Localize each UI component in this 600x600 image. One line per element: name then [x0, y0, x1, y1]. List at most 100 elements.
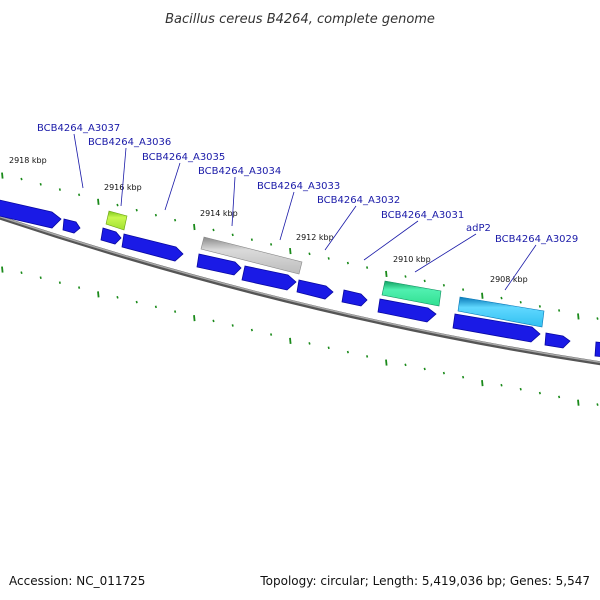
minor-tick: [519, 387, 522, 391]
minor-tick: [308, 342, 311, 345]
gene-label-a3029[interactable]: BCB4264_A3029: [495, 234, 578, 245]
minor-tick: [58, 188, 61, 191]
major-tick: [385, 359, 388, 366]
outer-tick-track: [1, 172, 599, 320]
minor-tick: [442, 371, 445, 375]
cds-arrow[interactable]: [121, 233, 184, 262]
minor-tick: [39, 182, 42, 186]
minor-tick: [423, 279, 426, 283]
feature-gray[interactable]: [200, 236, 303, 275]
leader-line: [324, 205, 357, 251]
minor-tick: [538, 391, 541, 395]
minor-tick: [39, 276, 42, 280]
major-tick: [193, 223, 196, 231]
gene-labels: BCB4264_A3037 BCB4264_A3036 BCB4264_A303…: [37, 123, 578, 291]
minor-tick: [116, 203, 119, 207]
cds-arrow[interactable]: [544, 332, 571, 349]
cds-arrow[interactable]: [594, 341, 600, 357]
minor-tick: [154, 305, 157, 309]
minor-tick: [462, 288, 465, 291]
accession-text: Accession: NC_011725: [9, 574, 145, 588]
minor-tick: [174, 310, 177, 313]
minor-tick: [442, 283, 445, 287]
cds-arrow[interactable]: [100, 227, 122, 245]
kbp-label: 2918 kbp: [9, 156, 47, 165]
forward-strand-features: [0, 199, 600, 357]
cds-arrow[interactable]: [0, 199, 62, 229]
gene-label-a3035[interactable]: BCB4264_A3035: [142, 152, 225, 163]
minor-tick: [346, 350, 349, 354]
minor-tick: [462, 375, 465, 379]
major-tick: [193, 315, 196, 322]
kbp-label: 2912 kbp: [296, 233, 334, 242]
feature-green[interactable]: [381, 280, 442, 307]
minor-tick: [404, 275, 407, 278]
major-tick: [577, 313, 580, 320]
leader-line: [363, 220, 419, 261]
cds-arrow[interactable]: [377, 298, 437, 323]
feature-cyan[interactable]: [457, 296, 545, 328]
leader-line: [279, 191, 295, 241]
major-tick: [1, 266, 4, 273]
major-tick: [1, 172, 4, 179]
minor-tick: [327, 346, 330, 350]
major-tick: [97, 291, 100, 298]
minor-tick: [500, 383, 503, 387]
minor-tick: [231, 324, 234, 327]
minor-tick: [270, 333, 273, 336]
gene-label-a3032[interactable]: BCB4264_A3032: [317, 195, 400, 206]
minor-tick: [135, 300, 138, 304]
kbp-label: 2914 kbp: [200, 209, 238, 218]
minor-tick: [270, 243, 273, 246]
minor-tick: [366, 266, 369, 269]
feature-lime[interactable]: [105, 210, 128, 231]
leader-line: [120, 147, 127, 207]
minor-tick: [538, 305, 541, 308]
major-tick: [289, 337, 292, 344]
major-tick: [577, 399, 580, 406]
minor-tick: [231, 233, 234, 237]
minor-tick: [135, 208, 138, 212]
minor-tick: [20, 177, 23, 181]
gene-label-a3037[interactable]: BCB4264_A3037: [37, 123, 120, 134]
kbp-label: 2910 kbp: [393, 255, 431, 264]
minor-tick: [500, 296, 503, 300]
minor-tick: [174, 218, 177, 222]
gene-label-adp2[interactable]: adP2: [466, 223, 491, 234]
minor-tick: [558, 309, 561, 312]
minor-tick: [346, 261, 349, 265]
major-tick: [97, 198, 100, 205]
minor-tick: [558, 395, 561, 399]
minor-tick: [366, 355, 369, 358]
map-title: Bacillus cereus B4264, complete genome: [165, 12, 435, 27]
minor-tick: [596, 317, 599, 320]
major-tick: [481, 380, 484, 387]
minor-tick: [404, 363, 407, 367]
gene-label-a3033[interactable]: BCB4264_A3033: [257, 181, 340, 192]
major-tick: [481, 292, 484, 299]
gene-label-a3031[interactable]: BCB4264_A3031: [381, 210, 464, 221]
leader-line: [231, 176, 236, 227]
genome-summary-text: Topology: circular; Length: 5,419,036 bp…: [259, 574, 590, 588]
minor-tick: [58, 281, 61, 284]
gene-label-a3034[interactable]: BCB4264_A3034: [198, 166, 281, 177]
cds-arrow[interactable]: [341, 289, 368, 307]
minor-tick: [154, 213, 157, 217]
inner-tick-track: [1, 266, 599, 406]
cds-arrow[interactable]: [196, 253, 242, 276]
leader-line: [504, 244, 537, 291]
minor-tick: [212, 319, 215, 323]
leader-line: [164, 162, 181, 211]
leader-line: [414, 233, 477, 273]
cds-arrow[interactable]: [241, 265, 297, 291]
gene-label-a3036[interactable]: BCB4264_A3036: [88, 137, 171, 148]
minor-tick: [116, 295, 119, 299]
minor-tick: [308, 252, 311, 256]
cds-arrow[interactable]: [62, 218, 81, 234]
leader-line: [73, 133, 84, 189]
cds-arrow[interactable]: [452, 313, 541, 343]
kbp-label: 2908 kbp: [490, 275, 528, 284]
cds-arrow[interactable]: [296, 279, 334, 300]
major-tick: [289, 247, 292, 255]
minor-tick: [212, 228, 215, 232]
